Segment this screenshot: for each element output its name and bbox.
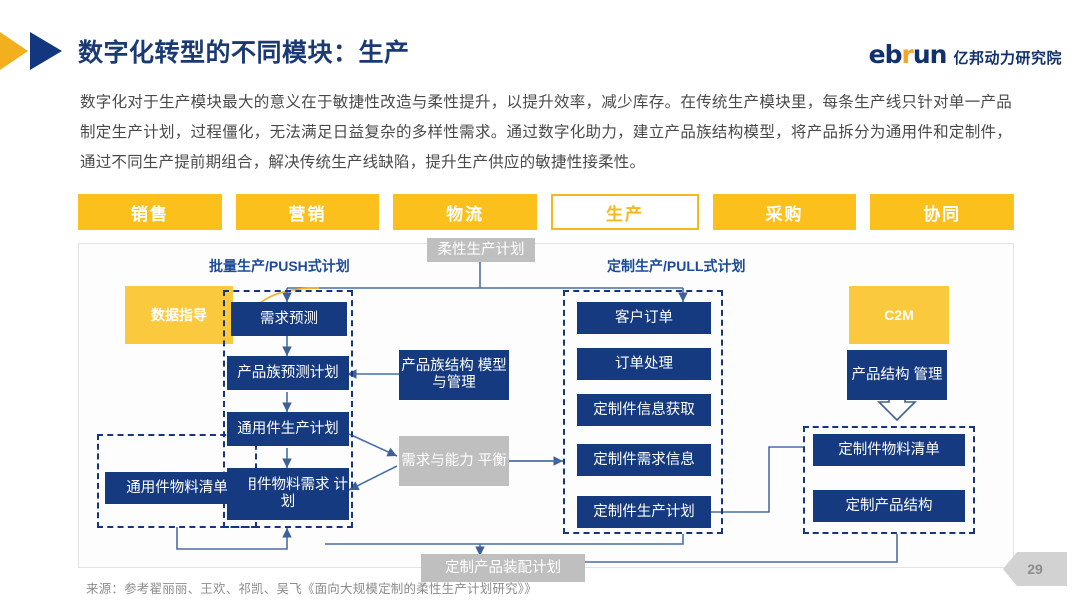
node-data-guidance: 数据指导 <box>125 286 233 344</box>
chevron-left-icon <box>0 32 28 70</box>
intro-paragraph: 数字化对于生产模块最大的意义在于敏捷性改造与柔性提升，以提升效率，减少库存。在传… <box>80 94 1012 171</box>
tab-collaboration[interactable]: 协同 <box>870 194 1015 230</box>
tab-logistics[interactable]: 物流 <box>393 194 538 230</box>
page-header: 数字化转型的不同模块：生产 eb r un 亿邦动力研究院 <box>0 0 1080 82</box>
node-custom-product-structure: 定制产品结构 <box>813 490 965 522</box>
node-product-family-structure-model: 产品族结构 模型与管理 <box>399 350 509 400</box>
node-common-part-production-plan: 通用件生产计划 <box>227 412 349 446</box>
chevron-right-icon <box>30 32 62 70</box>
flow-diagram: 柔性生产计划 批量生产/PUSH式计划 定制生产/PULL式计划 数据指导 C2… <box>78 238 1014 582</box>
page-title: 数字化转型的不同模块：生产 <box>78 39 410 67</box>
node-c2m: C2M <box>849 286 949 344</box>
ebrun-logo: eb r un 亿邦动力研究院 <box>868 40 1062 69</box>
dashed-group-pull <box>563 290 723 534</box>
module-tab-bar: 销售 营销 物流 生产 采购 协同 <box>78 194 1015 230</box>
logo-text-cn: 亿邦动力研究院 <box>953 50 1062 67</box>
node-custom-part-info-acquire: 定制件信息获取 <box>577 394 711 426</box>
header-pull-plan: 定制生产/PULL式计划 <box>607 258 746 274</box>
node-custom-product-assembly-plan: 定制产品装配计划 <box>421 554 585 582</box>
node-demand-capacity-balance: 需求与能力 平衡 <box>399 436 509 486</box>
chevron-logo <box>0 30 90 72</box>
logo-text-r: r <box>901 40 914 69</box>
tab-marketing[interactable]: 营销 <box>235 194 380 230</box>
dashed-group-custom-bom <box>803 426 975 534</box>
dashed-group-push <box>223 290 353 528</box>
node-custom-part-production-plan: 定制件生产计划 <box>577 496 711 528</box>
header-push-plan: 批量生产/PUSH式计划 <box>209 258 350 274</box>
source-note: 来源：参考翟丽丽、王欢、祁凯、吴飞《面向大规模定制的柔性生产计划研究》》 <box>86 582 537 596</box>
tab-sales[interactable]: 销售 <box>78 194 222 230</box>
diagram-connectors <box>176 258 928 567</box>
node-order-processing: 订单处理 <box>577 348 711 380</box>
node-customer-order: 客户订单 <box>577 302 711 334</box>
logo-text-eb: eb <box>868 40 903 69</box>
logo-text-un: un <box>912 40 948 69</box>
node-custom-part-demand-info: 定制件需求信息 <box>577 444 711 476</box>
tab-production[interactable]: 生产 <box>551 194 699 230</box>
page-number-badge: 29 <box>1003 552 1067 586</box>
node-product-structure-management: 产品结构 管理 <box>847 350 947 400</box>
node-flexible-production-plan: 柔性生产计划 <box>427 238 535 262</box>
node-product-family-forecast-plan: 产品族预测计划 <box>227 356 349 390</box>
node-demand-forecast: 需求预测 <box>231 302 347 336</box>
tab-procurement[interactable]: 采购 <box>712 194 857 230</box>
node-custom-part-bom: 定制件物料清单 <box>813 434 965 466</box>
node-common-part-bom: 通用件物料清单 <box>105 472 249 504</box>
